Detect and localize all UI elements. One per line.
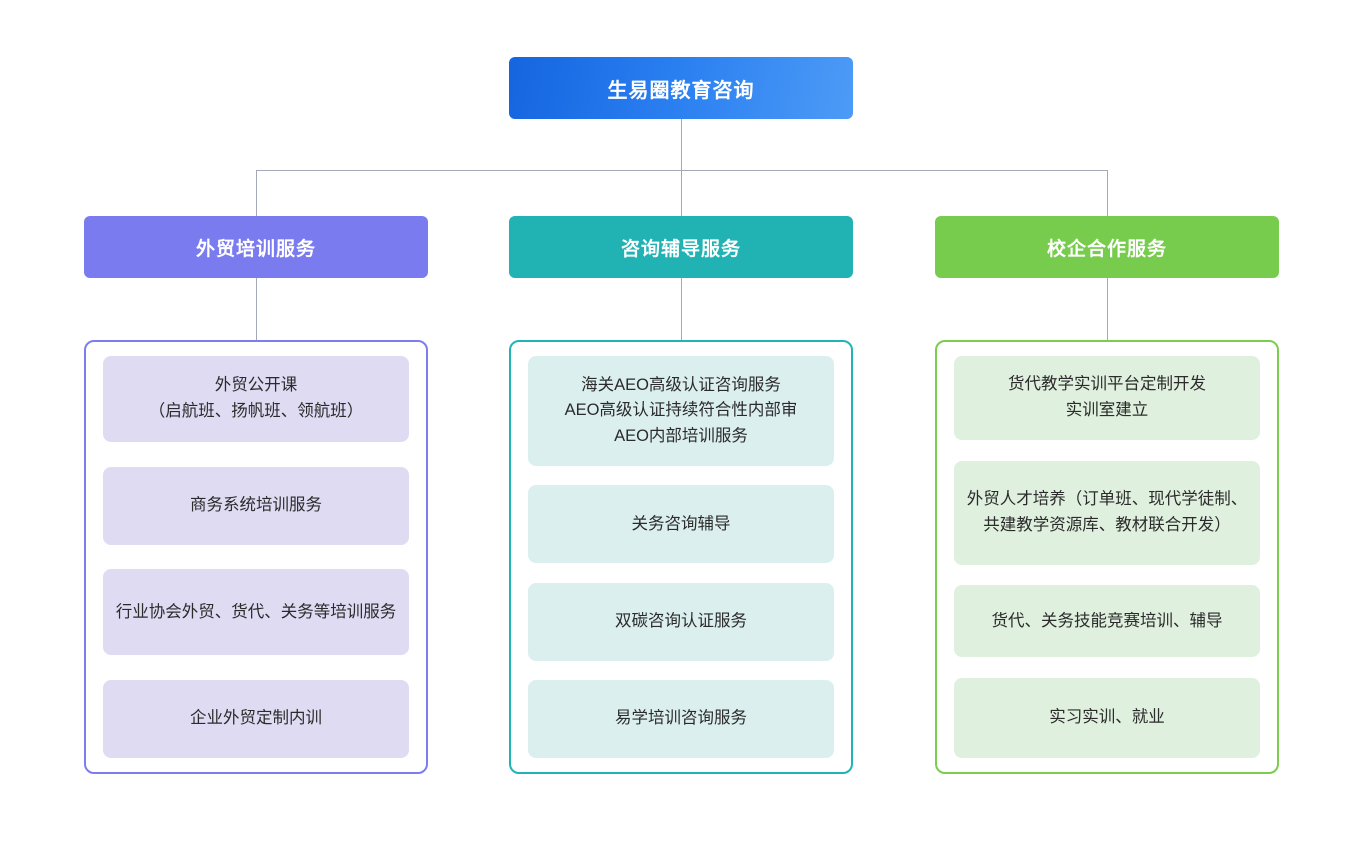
connector-drop-col2	[681, 170, 682, 216]
leaf-item[interactable]: 行业协会外贸、货代、关务等培训服务	[103, 569, 409, 656]
column-body-zixun-fudao: 海关AEO高级认证咨询服务 AEO高级认证持续符合性内部审 AEO内部培训服务 …	[509, 340, 853, 774]
column-header-label: 咨询辅导服务	[620, 238, 741, 260]
root-node-label: 生易圈教育咨询	[607, 79, 755, 102]
connector-root-stem	[681, 119, 682, 171]
column-header-xiaoqi-hezuo[interactable]: 校企合作服务	[935, 216, 1279, 278]
column-header-label: 校企合作服务	[1046, 238, 1167, 260]
leaf-item[interactable]: 外贸人才培养（订单班、现代学徒制、共建教学资源库、教材联合开发）	[954, 460, 1260, 565]
connector-stem-col2	[681, 278, 682, 340]
leaf-item[interactable]: 外贸公开课 （启航班、扬帆班、领航班）	[103, 356, 409, 442]
column-header-zixun-fudao[interactable]: 咨询辅导服务	[509, 216, 853, 278]
leaf-item[interactable]: 商务系统培训服务	[103, 466, 409, 545]
root-node[interactable]: 生易圈教育咨询	[509, 57, 853, 119]
column-body-xiaoqi-hezuo: 货代教学实训平台定制开发 实训室建立 外贸人才培养（订单班、现代学徒制、共建教学…	[935, 340, 1279, 774]
leaf-item[interactable]: 关务咨询辅导	[528, 485, 834, 564]
leaf-item[interactable]: 货代教学实训平台定制开发 实训室建立	[954, 356, 1260, 440]
leaf-item[interactable]: 双碳咨询认证服务	[528, 582, 834, 661]
leaf-item[interactable]: 货代、关务技能竞赛培训、辅导	[954, 585, 1260, 658]
column-body-waimao-peixun: 外贸公开课 （启航班、扬帆班、领航班） 商务系统培训服务 行业协会外贸、货代、关…	[84, 340, 428, 774]
leaf-item[interactable]: 海关AEO高级认证咨询服务 AEO高级认证持续符合性内部审 AEO内部培训服务	[528, 356, 834, 466]
leaf-item[interactable]: 易学培训咨询服务	[528, 679, 834, 758]
connector-stem-col3	[1107, 278, 1108, 340]
column-header-label: 外贸培训服务	[195, 238, 316, 260]
connector-drop-col3	[1107, 170, 1108, 216]
connector-drop-col1	[256, 170, 257, 216]
leaf-item[interactable]: 企业外贸定制内训	[103, 679, 409, 758]
leaf-item[interactable]: 实习实训、就业	[954, 677, 1260, 758]
connector-stem-col1	[256, 278, 257, 340]
column-header-waimao-peixun[interactable]: 外贸培训服务	[84, 216, 428, 278]
